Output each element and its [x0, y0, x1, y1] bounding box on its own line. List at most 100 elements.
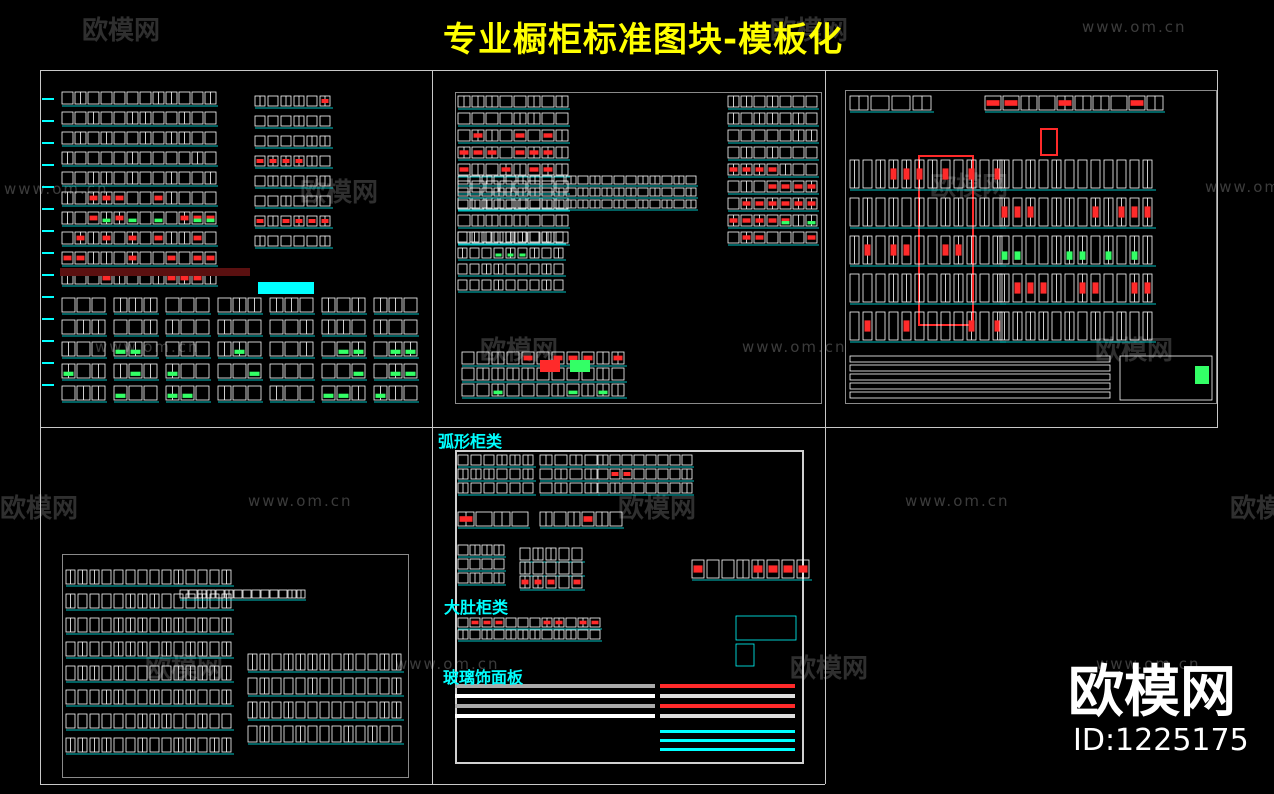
cad-block: [191, 111, 204, 125]
cad-block: [74, 211, 87, 225]
cad-block: [182, 393, 193, 398]
cad-block: [469, 558, 481, 570]
cad-block: [942, 244, 949, 256]
cad-block: [113, 131, 126, 145]
cad-block: [191, 231, 204, 245]
cad-block: [660, 748, 795, 751]
cad-block: [152, 191, 165, 205]
cad-block: [1110, 95, 1128, 111]
cad-block: [251, 589, 261, 599]
cad-block: [891, 95, 911, 111]
cad-block: [940, 311, 951, 341]
cad-block: [768, 184, 777, 189]
cad-block: [781, 218, 790, 223]
cad-block: [779, 112, 792, 125]
watermark-url-top-right: www.om.cn: [1082, 18, 1187, 36]
cad-block: [487, 150, 497, 155]
cad-block: [74, 251, 87, 265]
cad-block: [506, 351, 520, 365]
cad-block: [173, 713, 184, 729]
cad-block: [269, 341, 284, 357]
cad-block: [167, 275, 176, 281]
cad-block: [469, 617, 481, 628]
cad-block: [295, 677, 306, 695]
cad-block: [543, 167, 553, 172]
cad-block: [529, 167, 539, 172]
cad-block: [126, 191, 139, 205]
cad-block: [306, 215, 318, 227]
cad-block: [584, 454, 598, 466]
cad-block: [625, 199, 637, 209]
cad-block: [195, 319, 210, 335]
cad-block: [152, 111, 165, 125]
cad-block: [391, 725, 402, 743]
panel-top-middle-frame[interactable]: [455, 92, 822, 404]
cad-block: [493, 629, 505, 640]
cad-block: [319, 115, 331, 127]
cad-block: [113, 593, 124, 609]
cad-block: [914, 311, 925, 341]
cad-block: [571, 547, 583, 561]
cad-block: [254, 115, 266, 127]
cad-block: [573, 579, 581, 585]
cad-block: [529, 150, 539, 155]
cad-block: [532, 561, 544, 575]
cad-block: [529, 199, 541, 209]
cad-block: [242, 589, 252, 599]
cad-block: [87, 211, 100, 225]
panel-bottom-middle-frame[interactable]: [455, 450, 804, 764]
panel-top-right-frame[interactable]: [845, 90, 1217, 404]
cad-block: [901, 235, 912, 265]
cad-block: [152, 251, 165, 265]
brand-logo-text: 欧模网: [1068, 660, 1236, 725]
panel-bottom-left-frame[interactable]: [62, 554, 409, 778]
cad-block: [1116, 159, 1127, 189]
cad-block: [476, 351, 490, 365]
cad-block: [927, 235, 938, 265]
cad-block: [269, 159, 277, 163]
cad-block: [521, 351, 535, 365]
cad-block: [609, 468, 621, 480]
cad-block: [513, 146, 527, 159]
cad-block: [953, 159, 964, 189]
cad-block: [513, 231, 527, 244]
cad-block: [1144, 206, 1151, 218]
cad-block: [660, 730, 795, 733]
cad-block: [735, 643, 755, 667]
cad-block: [254, 195, 266, 207]
cad-block: [100, 151, 113, 165]
cad-block: [661, 175, 673, 185]
cad-block: [927, 197, 938, 227]
cad-block: [130, 349, 141, 354]
cad-block: [91, 341, 106, 357]
cad-block: [496, 468, 508, 480]
cad-block: [1077, 197, 1088, 227]
cad-block: [517, 617, 529, 628]
cad-block: [742, 218, 751, 223]
cad-block: [541, 214, 555, 227]
cad-block: [527, 129, 541, 142]
cad-block: [875, 197, 886, 227]
cad-block: [249, 371, 260, 376]
cad-block: [742, 235, 751, 240]
cad-block: [113, 231, 126, 245]
cad-block: [455, 684, 655, 688]
cad-block: [247, 677, 258, 695]
cad-block: [89, 215, 98, 221]
cad-block: [331, 677, 342, 695]
cad-block: [792, 231, 805, 244]
cad-block: [766, 129, 779, 142]
cad-block: [496, 482, 508, 494]
cad-block: [735, 615, 797, 641]
cad-block: [180, 363, 195, 379]
cad-block: [505, 199, 517, 209]
cad-block: [864, 244, 871, 256]
cad-block: [469, 175, 481, 185]
cad-block: [481, 617, 493, 628]
cad-block: [469, 187, 481, 197]
cad-block: [505, 617, 517, 628]
cad-block: [571, 561, 583, 575]
cad-block: [940, 235, 951, 265]
